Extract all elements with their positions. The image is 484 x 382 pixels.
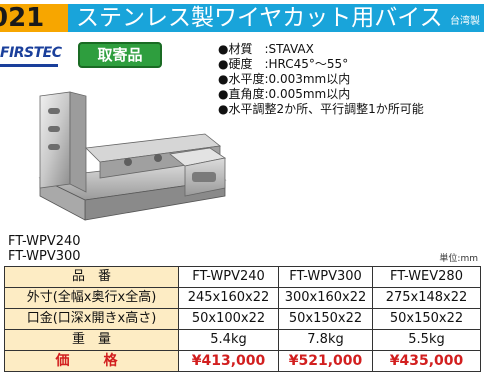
table-cell: 50x100x22 [178,308,279,330]
row-label-cell: 外寸(全幅x奥行x全高) [4,287,179,309]
spec-material: ●材質 :STAVAX [218,42,314,56]
page-title: ステンレス製ワイヤカット用バイス [76,5,443,31]
product-image [38,91,227,221]
model-name: FT-WPV300 [8,249,81,264]
row-label-cell: 重 量 [4,329,179,351]
spec-hardness: ●硬度 :HRC45°～55° [218,57,349,71]
table-header-row: 品 番 FT-WPV240 FT-WPV300 FT-WEV280 [4,266,481,288]
unit-label: 単位:mm [439,254,478,264]
spec-list: ●材質 :STAVAX ●硬度 :HRC45°～55° ●水平度:0.003mm… [218,42,424,117]
row-label-cell: 口金(口深x開きx高さ) [4,308,179,330]
product-code: 021 [0,4,68,32]
model-name: FT-WPV240 [8,234,81,249]
table-cell: 275x148x22 [372,287,481,309]
table-cell: 300x160x22 [278,287,373,309]
header-band: 021 ステンレス製ワイヤカット用バイス 台湾製 [0,0,484,34]
table-cell: 5.5kg [372,329,481,351]
header-model-cell: FT-WEV280 [372,266,481,288]
title-band [68,4,484,32]
table-cell: 50x150x22 [372,308,481,330]
table-row-weight: 重 量 5.4kg 7.8kg 5.5kg [4,329,481,351]
table-row-dimensions: 外寸(全幅x奥行x全高) 245x160x22 300x160x22 275x1… [4,287,481,309]
price-cell: ¥521,000 [278,350,373,372]
spec-table: 品 番 FT-WPV240 FT-WPV300 FT-WEV280 外寸(全幅x… [4,266,481,372]
table-cell: 50x150x22 [278,308,373,330]
spec-adjustment: ●水平調整2か所、平行調整1か所可能 [218,102,424,116]
header-label-cell: 品 番 [4,266,179,288]
table-cell: 7.8kg [278,329,373,351]
brand-logo: FIRSTEC [0,45,62,61]
order-type-badge: 取寄品 [78,42,162,68]
price-cell: ¥413,000 [178,350,279,372]
origin-label: 台湾製 [450,16,480,27]
model-list: FT-WPV240 FT-WPV300 [8,234,81,264]
table-row-price: 価 格 ¥413,000 ¥521,000 ¥435,000 [4,350,481,372]
spec-squareness: ●直角度:0.005mm以内 [218,87,351,101]
table-cell: 5.4kg [178,329,279,351]
brand-logo-underline [0,64,58,67]
header-model-cell: FT-WPV240 [178,266,279,288]
price-cell: ¥435,000 [372,350,481,372]
header-model-cell: FT-WPV300 [278,266,373,288]
spec-flatness: ●水平度:0.003mm以内 [218,72,351,86]
price-label-cell: 価 格 [4,350,179,372]
table-row-jaw: 口金(口深x開きx高さ) 50x100x22 50x150x22 50x150x… [4,308,481,330]
table-cell: 245x160x22 [178,287,279,309]
